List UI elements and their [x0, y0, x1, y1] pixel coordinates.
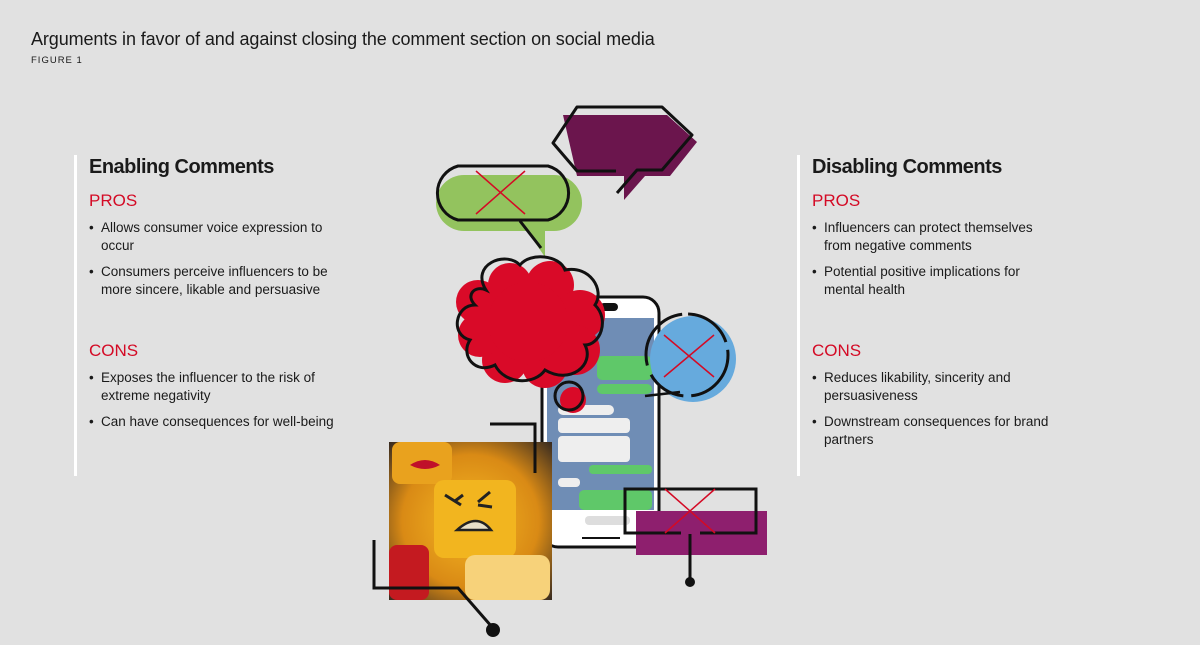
list-item: Consumers perceive influencers to be mor… [89, 263, 339, 299]
connector-lines [372, 422, 537, 628]
list-item: Downstream consequences for brand partne… [812, 413, 1062, 449]
list-item: Allows consumer voice expression to occu… [89, 219, 339, 255]
disabling-pros-list: Influencers can protect themselves from … [812, 219, 1062, 299]
enabling-pros-label: PROS [89, 191, 138, 210]
list-item: Potential positive implications for ment… [812, 263, 1062, 299]
enabling-comments-panel: Enabling Comments PROS Allows consumer v… [74, 155, 339, 476]
enabling-heading: Enabling Comments [89, 156, 274, 178]
list-item: Can have consequences for well-being [89, 413, 339, 431]
disabling-comments-panel: Disabling Comments PROS Influencers can … [797, 155, 1062, 476]
list-item: Reduces likability, sincerity and persua… [812, 369, 1062, 405]
enabling-cons-label: CONS [89, 341, 139, 360]
purple-speech-bubble-icon [551, 105, 697, 200]
disabling-heading: Disabling Comments [812, 156, 1002, 178]
disabling-cons-list: Reduces likability, sincerity and persua… [812, 369, 1062, 449]
figure-title: Arguments in favor of and against closin… [31, 29, 655, 49]
disabling-cons-label: CONS [812, 341, 862, 360]
list-item: Exposes the influencer to the risk of ex… [89, 369, 339, 405]
angry-emoji-photo [389, 442, 552, 600]
enabling-pros-list: Allows consumer voice expression to occu… [89, 219, 339, 299]
enabling-cons-list: Exposes the influencer to the risk of ex… [89, 369, 339, 431]
angry-thought-cloud-icon [455, 255, 605, 413]
green-speech-bubble-icon [435, 164, 582, 257]
disabling-pros-label: PROS [812, 191, 861, 210]
list-item: Influencers can protect themselves from … [812, 219, 1062, 255]
connector-dot [486, 623, 500, 637]
purple-comment-box-icon [623, 487, 767, 587]
blue-speech-bubble-icon [644, 312, 736, 402]
figure-label: FIGURE 1 [31, 55, 83, 66]
